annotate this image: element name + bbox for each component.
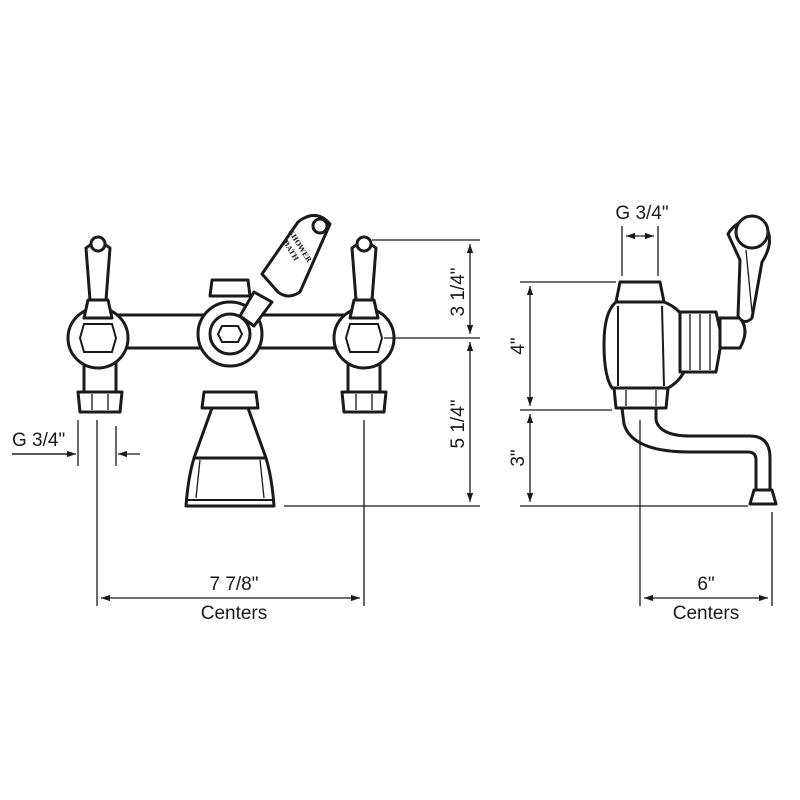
side-inlet-thread-text: G 3/4" — [615, 203, 668, 224]
side-centers-label: Centers — [673, 603, 740, 624]
front-top-cap — [208, 278, 252, 298]
front-spout-base — [184, 456, 276, 508]
side-knob-hex — [678, 310, 724, 374]
side-top-cap — [614, 280, 666, 304]
dim-side-lower-text: 3" — [508, 449, 529, 466]
front-diverter-lever: SHOWER BATH — [238, 214, 332, 328]
front-inlet-thread-text: G 3/4" — [12, 430, 65, 451]
dim-upper-height-text: 3 1/4" — [448, 267, 469, 316]
front-centers-label: Centers — [201, 603, 268, 624]
dim-lower-height-text: 5 1/4" — [448, 399, 469, 448]
side-centers-value: 6" — [697, 574, 714, 595]
front-right-inlet-nut — [340, 390, 388, 414]
side-view: G 3/4" 4" 3" 6" Centers — [508, 203, 778, 624]
front-left-inlet-nut — [76, 390, 124, 414]
side-spout — [620, 406, 772, 492]
dim-side-upper-text: 4" — [508, 337, 529, 354]
front-spout-body — [192, 406, 268, 460]
side-spout-nozzle — [748, 488, 778, 506]
front-centers-value: 7 7/8" — [209, 574, 258, 595]
front-spout-collar — [200, 390, 260, 410]
side-valve-body — [602, 300, 692, 390]
front-view: SHOWER BATH 3 1/4" 5 1/4" G 3/4" — [12, 214, 480, 624]
side-inlet-nut — [612, 386, 670, 410]
